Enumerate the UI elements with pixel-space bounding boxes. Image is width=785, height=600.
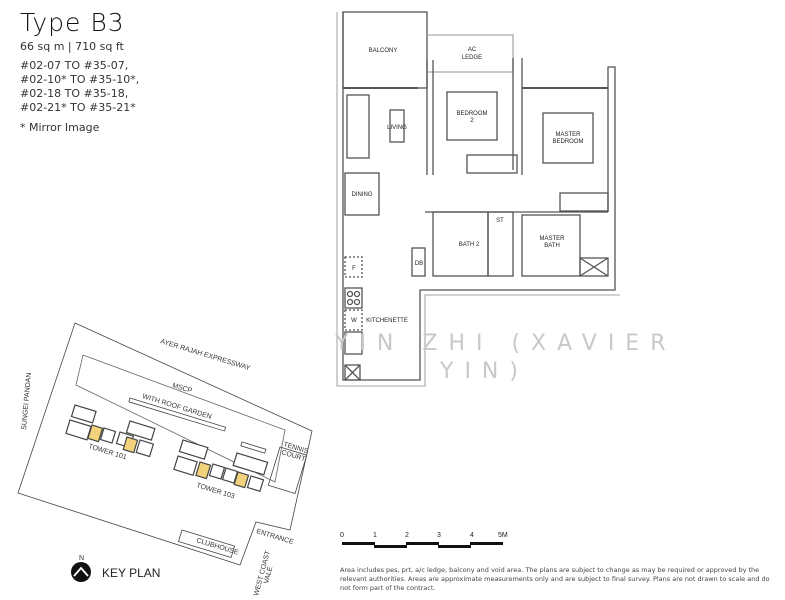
road-west-coast: VALE — [263, 566, 274, 585]
disclaimer: Area includes pes, prt, a/c ledge, balco… — [340, 566, 770, 592]
hob — [344, 287, 363, 309]
sofa — [346, 94, 370, 159]
north-label: N — [79, 555, 84, 562]
label-bedroom-2: 2 — [470, 118, 474, 124]
scale-bar: 0 1 2 3 4 5M — [340, 532, 508, 548]
mirror-note: * Mirror Image — [20, 121, 100, 134]
floor-plan — [336, 11, 620, 387]
label-master-bedroom: BEDROOM — [552, 139, 583, 145]
label-living: LIVING — [387, 125, 407, 131]
master-bath — [521, 214, 581, 277]
scale-tick: 5M — [498, 532, 508, 539]
label-st: ST — [496, 218, 504, 224]
unit-type-title: Type B3 — [20, 8, 125, 37]
sink — [344, 331, 363, 355]
scale-tick: 0 — [340, 532, 344, 539]
scale-tick: 4 — [470, 532, 474, 539]
tower-101 — [65, 404, 156, 458]
unit-range: #02-07 TO #35-07, — [20, 59, 129, 72]
label-fridge: F — [352, 266, 356, 272]
scale-tick: 3 — [437, 532, 441, 539]
compass-icon — [71, 562, 91, 582]
coffee-table — [389, 109, 405, 143]
wardrobe-bedroom-2 — [466, 154, 518, 174]
unit-area: 66 sq m | 710 sq ft — [20, 40, 124, 53]
label-balcony: BALCONY — [369, 48, 398, 54]
label-bedroom-2: BEDROOM — [456, 111, 487, 117]
fridge-box — [344, 256, 363, 278]
watermark: YIN) — [439, 359, 529, 384]
site-boundary — [17, 322, 313, 566]
unit-range-list: #02-07 TO #35-07, #02-10* TO #35-10*, #0… — [20, 59, 139, 115]
db-box — [411, 247, 426, 277]
road-ayer-rajah: AYER RAJAH EXPRESSWAY — [159, 338, 251, 372]
mscp-label: MSCP — [171, 382, 193, 395]
scale-tick: 1 — [373, 532, 377, 539]
label-washer: W — [351, 318, 357, 324]
label-dining: DINING — [352, 192, 373, 198]
label-bath-2: BATH 2 — [459, 242, 480, 248]
master-bed — [542, 112, 594, 164]
watermark: YIN ZHI (XAVIER — [334, 331, 677, 356]
unit-range: #02-18 TO #35-18, — [20, 87, 129, 100]
tower-103-label: TOWER 103 — [195, 482, 235, 500]
scale-tick: 2 — [405, 532, 409, 539]
tower-101-label: TOWER 101 — [87, 443, 127, 461]
unit-range: #02-10* TO #35-10*, — [20, 73, 140, 86]
entrance-label: ENTRANCE — [255, 528, 294, 546]
label-kitchenette: KITCHENETTE — [366, 318, 408, 324]
shower — [579, 257, 609, 277]
tower-103 — [173, 439, 269, 493]
clubhouse-label: CLUBHOUSE — [195, 537, 239, 557]
bed-2 — [446, 91, 498, 141]
wardrobe-master — [559, 192, 609, 212]
label-db: DB — [415, 261, 423, 267]
void-box — [344, 364, 361, 381]
room-labels: BALCONY AC LEDGE LIVING BEDROOM 2 MASTER… — [351, 47, 583, 324]
clubhouse — [177, 529, 236, 559]
label-master-bath: BATH — [544, 243, 560, 249]
washer-box — [344, 309, 363, 331]
north-arrow: N — [71, 555, 91, 582]
store — [487, 211, 514, 277]
label-master-bedroom: MASTER — [555, 132, 581, 138]
key-plan-title: KEY PLAN — [102, 566, 160, 580]
label-ac-ledge: LEDGE — [462, 55, 482, 61]
unit-range: #02-21* TO #35-21* — [20, 101, 136, 114]
key-plan — [17, 322, 313, 566]
road-sungei-pandan: SUNGEI PANDAN — [21, 372, 33, 430]
tennis-court — [267, 446, 308, 494]
dining-table — [344, 172, 380, 216]
unit-info: Type B3 66 sq m | 710 sq ft #02-07 TO #3… — [20, 8, 139, 134]
label-master-bath: MASTER — [539, 236, 565, 242]
label-ac-ledge: AC — [468, 47, 477, 53]
ac-ledge-area — [427, 34, 514, 73]
